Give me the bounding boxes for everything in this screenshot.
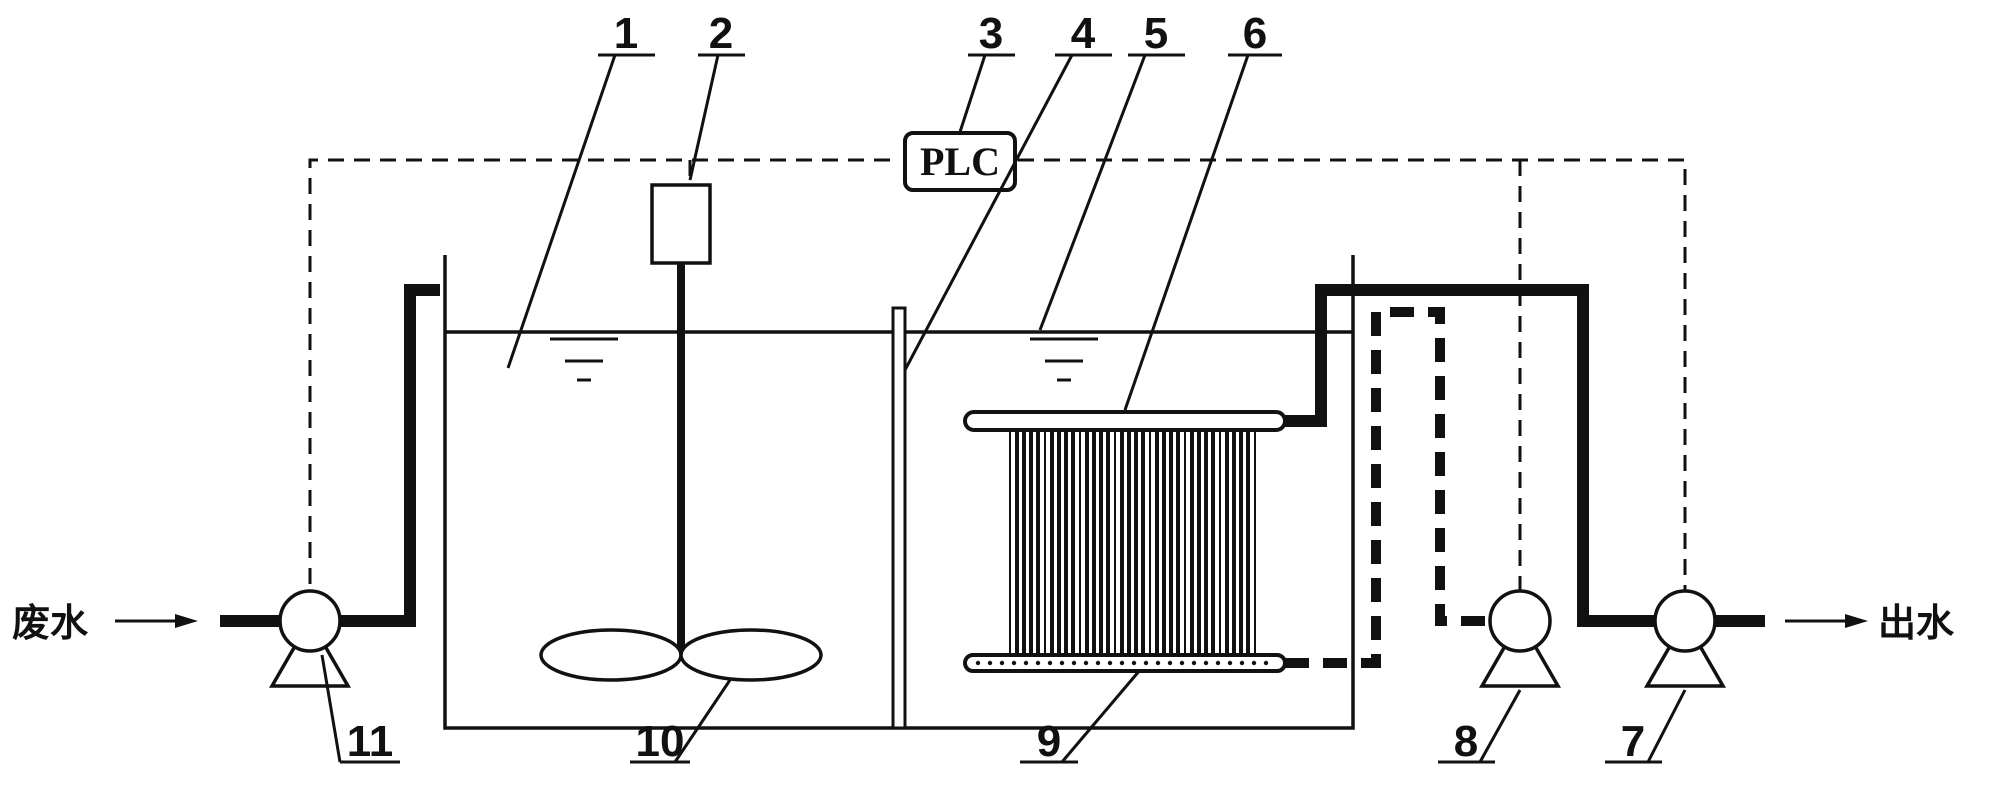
label-9: 9 [1037,717,1061,766]
membrane-module [963,410,1287,655]
leader-lines [320,53,1687,764]
number-labels: 1 2 3 4 5 6 7 8 9 10 11 [347,9,1646,766]
label-5: 5 [1144,9,1168,58]
label-11: 11 [347,717,394,766]
label-4: 4 [1071,9,1096,58]
water-level-right [1030,337,1098,382]
inlet-pipe [220,284,440,627]
label-1: 1 [614,9,638,58]
plc-controller: PLC [903,131,1017,192]
air-pipe [1285,307,1490,668]
plc-label: PLC [920,139,1000,184]
partition-wall [891,306,907,730]
inlet-label: 废水 [12,601,89,645]
label-8: 8 [1454,717,1478,766]
inlet-pump [268,589,352,688]
label-7: 7 [1621,717,1645,766]
permeate-pipe [1285,284,1765,627]
outlet-pump [1643,589,1727,688]
aeration-pipe [963,653,1287,673]
aeration-pump [1478,589,1562,688]
label-6: 6 [1243,9,1267,58]
control-lines [308,158,1687,610]
label-3: 3 [979,9,1003,58]
water-level-left [550,337,618,382]
membrane-fibers [1009,430,1256,655]
inlet-arrow [115,614,198,628]
label-2: 2 [709,9,733,58]
outlet-arrow [1785,614,1868,628]
outlet-label: 出水 [1878,601,1955,645]
label-10: 10 [636,717,685,766]
stirrer [539,183,823,682]
